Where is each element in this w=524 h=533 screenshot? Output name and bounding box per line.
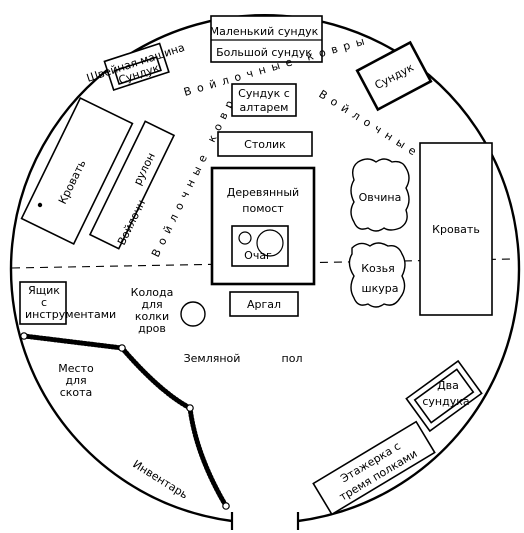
yurt-wall xyxy=(9,13,521,523)
tools-box-label-2: с xyxy=(41,296,47,309)
sheepskin-label: Овчина xyxy=(359,191,402,204)
chest-left-box xyxy=(113,56,162,86)
goatskin-shape xyxy=(348,242,406,308)
block-label-2: для xyxy=(141,298,162,311)
fence-post-1 xyxy=(20,332,28,340)
block-label-1: Колода xyxy=(131,286,174,299)
two-chests-inner-box xyxy=(413,368,475,424)
hearth-label: Очаг xyxy=(244,249,272,262)
hearth-big-circle xyxy=(256,229,284,257)
chest-altar-label-2: алтарем xyxy=(240,101,289,114)
chest-altar-box xyxy=(231,83,297,117)
sewing-machine-group xyxy=(103,42,170,91)
bed-right-label: Кровать xyxy=(432,223,480,236)
chest-altar-label-1: Сундук с xyxy=(238,87,290,100)
bed-pillow-dot xyxy=(37,202,43,208)
small-chest-label: Маленький сундук xyxy=(210,25,319,38)
tools-box xyxy=(19,281,67,325)
fence-post-4 xyxy=(222,502,230,510)
tools-box-label-1: Ящик xyxy=(28,284,60,297)
fence-post-2 xyxy=(118,344,126,352)
small-chest-box xyxy=(210,15,323,63)
block-label-4: дров xyxy=(138,322,166,335)
table-label: Столик xyxy=(244,138,286,151)
dung-label: Аргал xyxy=(247,298,281,311)
chest-right-box xyxy=(355,40,433,112)
two-chests-group xyxy=(405,359,483,433)
goatskin-label-1: Козья xyxy=(361,262,395,275)
chest-right-group: Сундук xyxy=(355,40,433,112)
floor-label-2: пол xyxy=(282,352,303,365)
sheepskin-shape xyxy=(350,158,410,232)
dung-box xyxy=(229,291,299,317)
chopping-block-circle xyxy=(180,301,206,327)
goatskin-label-2: шкура xyxy=(362,282,399,295)
two-chests-label-2: сундука xyxy=(422,395,469,408)
table-box xyxy=(217,131,313,157)
shelf-box xyxy=(312,420,436,516)
two-chests-label-1: Два xyxy=(437,379,459,392)
bed-left-group xyxy=(20,96,134,246)
fence-post-3 xyxy=(186,404,194,412)
shelf-group: Этажерка с тремя полками xyxy=(312,420,436,516)
cattle-label-3: скота xyxy=(60,386,93,399)
platform-label-1: Деревянный xyxy=(227,186,299,199)
bed-left-box xyxy=(20,96,134,246)
block-label-3: колки xyxy=(135,310,169,323)
inventory-label: Инвентарь xyxy=(130,458,190,502)
floor-label-1: Земляной xyxy=(184,352,241,365)
cattle-label-2: для xyxy=(65,374,86,387)
hearth-small-circle xyxy=(238,231,252,245)
cattle-label-1: Место xyxy=(58,362,94,375)
tools-box-label-3: инструментами xyxy=(25,308,116,321)
bed-right-box xyxy=(419,142,493,316)
felt-roll-group xyxy=(88,120,176,250)
platform-label-2: помост xyxy=(242,202,284,215)
big-chest-label: Большой сундук xyxy=(216,46,312,59)
felt-roll-box xyxy=(88,120,176,250)
